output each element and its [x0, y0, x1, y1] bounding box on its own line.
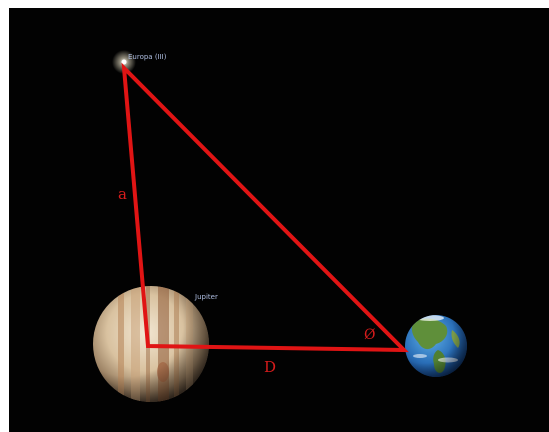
bright-star-icon	[112, 50, 136, 74]
europa-label: Europa (III)	[128, 53, 167, 61]
jupiter-label: Jupiter	[195, 293, 218, 301]
side-a-label: a	[118, 185, 127, 203]
distance-triangle	[121, 62, 409, 353]
angle-label: Ø	[364, 327, 376, 343]
earth-icon	[405, 315, 467, 377]
side-d-label: D	[264, 358, 277, 376]
